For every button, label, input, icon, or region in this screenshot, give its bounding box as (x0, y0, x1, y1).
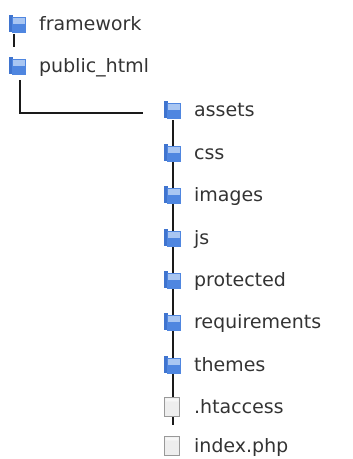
folder-icon (163, 354, 183, 376)
tree-item-label: requirements (194, 311, 322, 333)
tree-item-label: .htaccess (194, 396, 284, 418)
tree-item-images[interactable]: images (163, 182, 263, 208)
folder-icon (163, 184, 183, 206)
tree-item-framework[interactable]: framework (8, 11, 141, 37)
tree-item-public-html[interactable]: public_html (8, 53, 149, 79)
folder-icon (163, 269, 183, 291)
folder-icon (8, 55, 28, 77)
public-html-horizontal-line (19, 112, 143, 114)
tree-item-label: index.php (194, 435, 289, 457)
tree-item-index-php[interactable]: index.php (163, 433, 288, 459)
tree-item-assets[interactable]: assets (163, 97, 254, 123)
tree-item-requirements[interactable]: requirements (163, 309, 321, 335)
folder-icon (163, 99, 183, 121)
folder-icon (163, 311, 183, 333)
tree-item-label: public_html (39, 55, 149, 77)
children-vertical-line (172, 120, 174, 425)
tree-item-label: protected (194, 269, 286, 291)
file-icon (163, 435, 183, 457)
tree-item-themes[interactable]: themes (163, 352, 265, 378)
folder-icon (8, 13, 28, 35)
tree-item-label: framework (39, 13, 142, 35)
tree-item-protected[interactable]: protected (163, 267, 286, 293)
file-icon (163, 396, 183, 418)
tree-item-htaccess[interactable]: .htaccess (163, 394, 284, 420)
root-connector-line (13, 34, 15, 47)
folder-icon (163, 227, 183, 249)
tree-item-label: images (194, 184, 264, 206)
tree-item-css[interactable]: css (163, 140, 224, 166)
tree-item-label: themes (194, 354, 266, 376)
tree-item-label: js (194, 227, 210, 249)
folder-icon (163, 142, 183, 164)
public-html-vertical-line (19, 80, 21, 114)
tree-item-label: assets (194, 99, 255, 121)
tree-item-label: css (194, 142, 225, 164)
tree-item-js[interactable]: js (163, 225, 209, 251)
